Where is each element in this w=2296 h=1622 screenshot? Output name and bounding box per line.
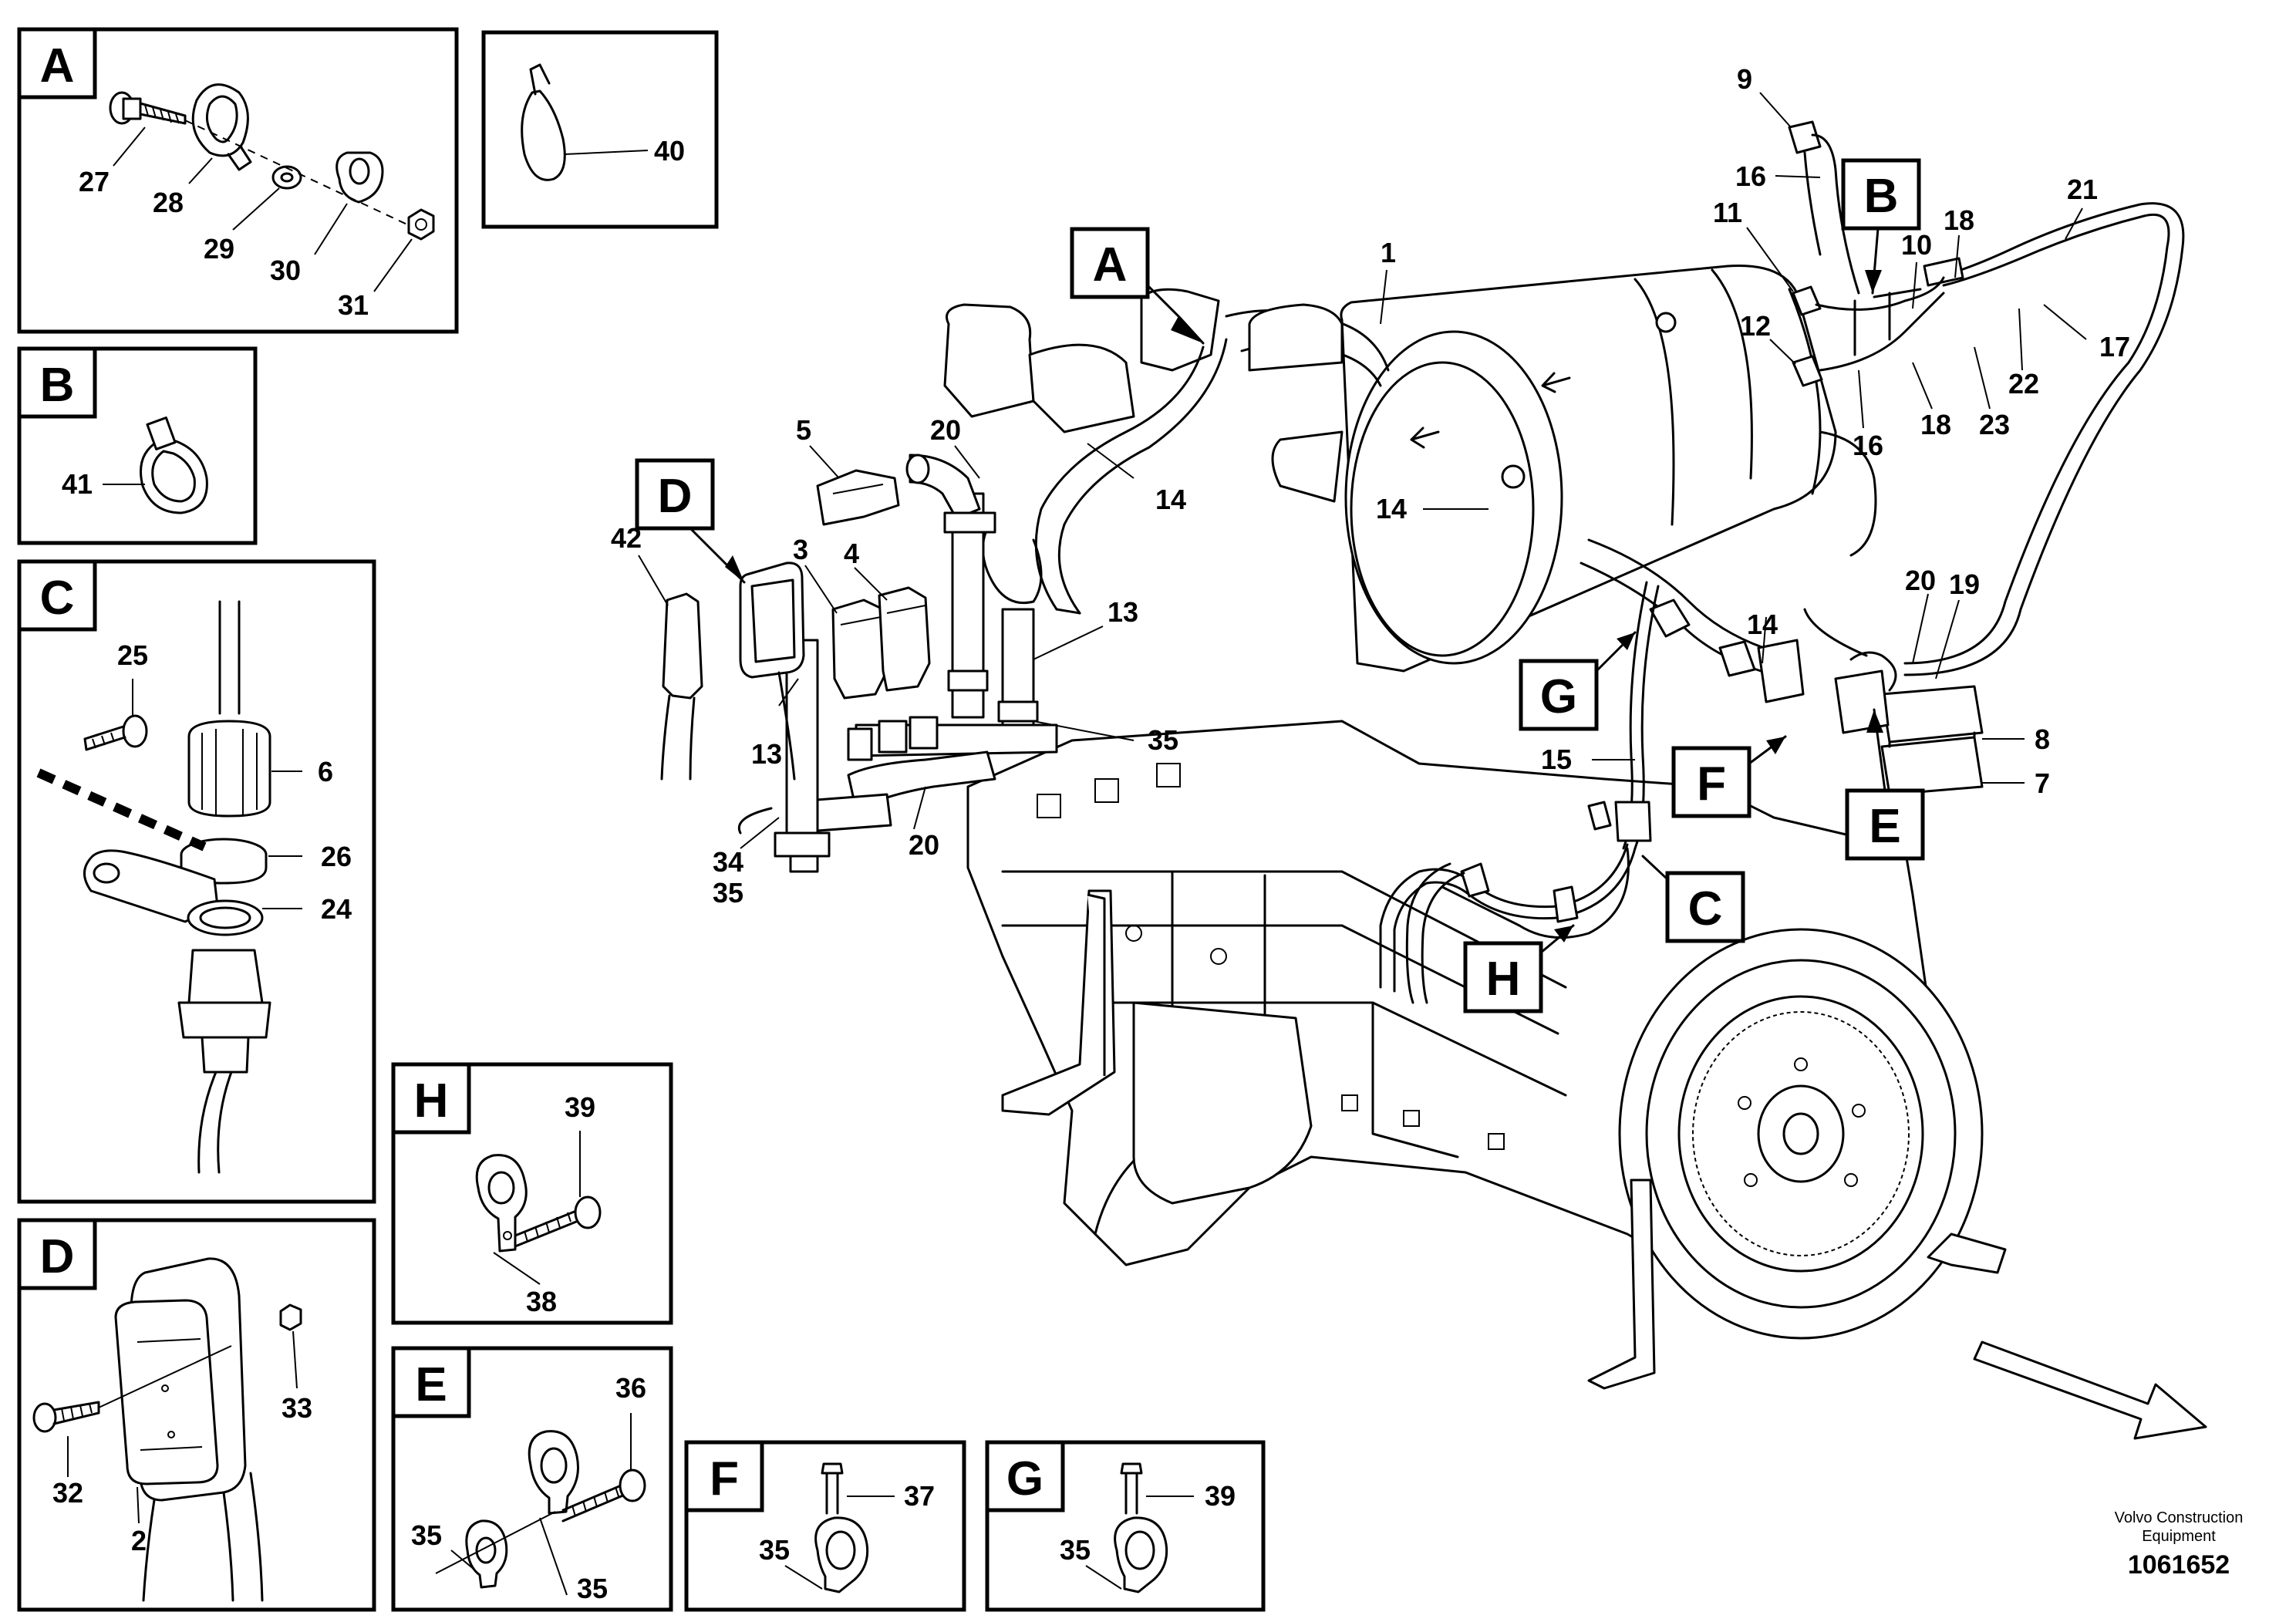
callout-a: A bbox=[1093, 238, 1128, 292]
part-label: 33 bbox=[282, 1392, 312, 1424]
part-label: 28 bbox=[153, 187, 184, 218]
part-label: 32 bbox=[52, 1477, 83, 1509]
part-label: 35 bbox=[577, 1573, 608, 1604]
detail-g-letter: G bbox=[1006, 1452, 1043, 1506]
part-label: 2 bbox=[131, 1525, 147, 1556]
part-label: 38 bbox=[526, 1286, 557, 1317]
detail-panel-b: B 41 bbox=[17, 346, 258, 545]
part-label: 14 bbox=[1376, 493, 1407, 524]
part-label: 8 bbox=[2035, 723, 2050, 755]
part-label: 7 bbox=[2035, 767, 2050, 799]
part-label: 14 bbox=[1747, 609, 1778, 640]
part-label: 14 bbox=[1155, 484, 1186, 515]
part-label: 29 bbox=[204, 233, 234, 265]
detail-panel-h: H 39 38 bbox=[391, 1062, 673, 1325]
part-label: 35 bbox=[1148, 724, 1178, 756]
part-label: 31 bbox=[338, 289, 369, 321]
part-label: 18 bbox=[1920, 409, 1951, 440]
part-label: 20 bbox=[930, 414, 961, 446]
illustration-number: 1061652 bbox=[2128, 1550, 2230, 1580]
detail-e-letter: E bbox=[415, 1358, 447, 1411]
callout-f: F bbox=[1697, 757, 1726, 811]
detail-panel-a: A 27 28 29 30 31 bbox=[17, 27, 459, 334]
callout-h: H bbox=[1486, 953, 1521, 1006]
part-label: 41 bbox=[62, 468, 93, 500]
detail-panel-d: D 32 2 33 bbox=[17, 1218, 376, 1612]
part-label: 15 bbox=[1541, 744, 1572, 775]
detail-panel-cable-tie: 40 bbox=[481, 30, 719, 229]
part-label: 1 bbox=[1381, 237, 1396, 268]
detail-f-letter: F bbox=[710, 1452, 739, 1506]
detail-c-letter: C bbox=[40, 572, 75, 625]
part-label: 39 bbox=[565, 1091, 595, 1123]
part-label: 13 bbox=[751, 738, 782, 770]
part-label: 23 bbox=[1979, 409, 2010, 440]
callout-e: E bbox=[1869, 800, 1900, 853]
footer: Volvo Construction Equipment 1061652 bbox=[2115, 1509, 2244, 1580]
part-label: 3 bbox=[793, 534, 808, 565]
callout-g: G bbox=[1540, 670, 1577, 723]
part-label: 22 bbox=[2008, 368, 2039, 400]
part-label: 39 bbox=[1205, 1480, 1236, 1512]
detail-panel-f: F 37 35 bbox=[684, 1440, 966, 1612]
part-label: 35 bbox=[1060, 1534, 1091, 1566]
part-label: 42 bbox=[611, 522, 642, 554]
part-label: 10 bbox=[1901, 229, 1932, 261]
part-label: 35 bbox=[411, 1519, 442, 1551]
part-label: 21 bbox=[2067, 174, 2098, 205]
part-label: 20 bbox=[909, 829, 939, 861]
part-label: 16 bbox=[1735, 160, 1766, 192]
part-label: 36 bbox=[615, 1372, 646, 1404]
main-view-labels: A B C D E F G H 1 3 bbox=[611, 63, 2130, 1013]
part-label: 30 bbox=[270, 255, 301, 286]
callout-c: C bbox=[1688, 882, 1723, 936]
part-label: 18 bbox=[1944, 204, 1974, 236]
engine-assembly-view bbox=[660, 120, 2207, 1440]
part-label: 35 bbox=[713, 877, 743, 909]
part-label: 13 bbox=[1108, 596, 1138, 628]
part-label: 12 bbox=[1740, 310, 1771, 342]
part-label: 27 bbox=[79, 166, 110, 197]
part-label: 19 bbox=[1949, 568, 1980, 600]
detail-panel-c: C 25 6 26 24 bbox=[17, 559, 376, 1204]
company-name-line1: Volvo Construction bbox=[2115, 1509, 2244, 1526]
part-label: 35 bbox=[759, 1534, 790, 1566]
part-label: 20 bbox=[1905, 565, 1936, 596]
detail-d-letter: D bbox=[40, 1230, 75, 1283]
detail-h-letter: H bbox=[414, 1074, 449, 1128]
part-label: 25 bbox=[117, 639, 148, 671]
part-label: 17 bbox=[2099, 331, 2130, 363]
part-label: 24 bbox=[321, 893, 352, 925]
company-name-line2: Equipment bbox=[2142, 1528, 2216, 1545]
part-label: 37 bbox=[904, 1480, 935, 1512]
part-label: 34 bbox=[713, 846, 743, 878]
part-label: 5 bbox=[796, 414, 811, 446]
part-label: 4 bbox=[844, 538, 859, 569]
part-label: 6 bbox=[318, 756, 333, 787]
direction-arrow-icon bbox=[1973, 1340, 2207, 1440]
detail-panel-g: G 39 35 bbox=[985, 1440, 1266, 1612]
detail-panel-e: E 36 35 35 bbox=[391, 1346, 673, 1612]
part-label: 26 bbox=[321, 841, 352, 872]
callout-d: D bbox=[658, 470, 693, 523]
part-label: 40 bbox=[654, 135, 685, 167]
part-label: 16 bbox=[1853, 430, 1883, 461]
detail-a-letter: A bbox=[40, 39, 75, 93]
detail-b-letter: B bbox=[40, 359, 75, 412]
part-label: 11 bbox=[1713, 197, 1742, 228]
callout-b: B bbox=[1864, 170, 1899, 223]
part-label: 9 bbox=[1737, 63, 1752, 95]
